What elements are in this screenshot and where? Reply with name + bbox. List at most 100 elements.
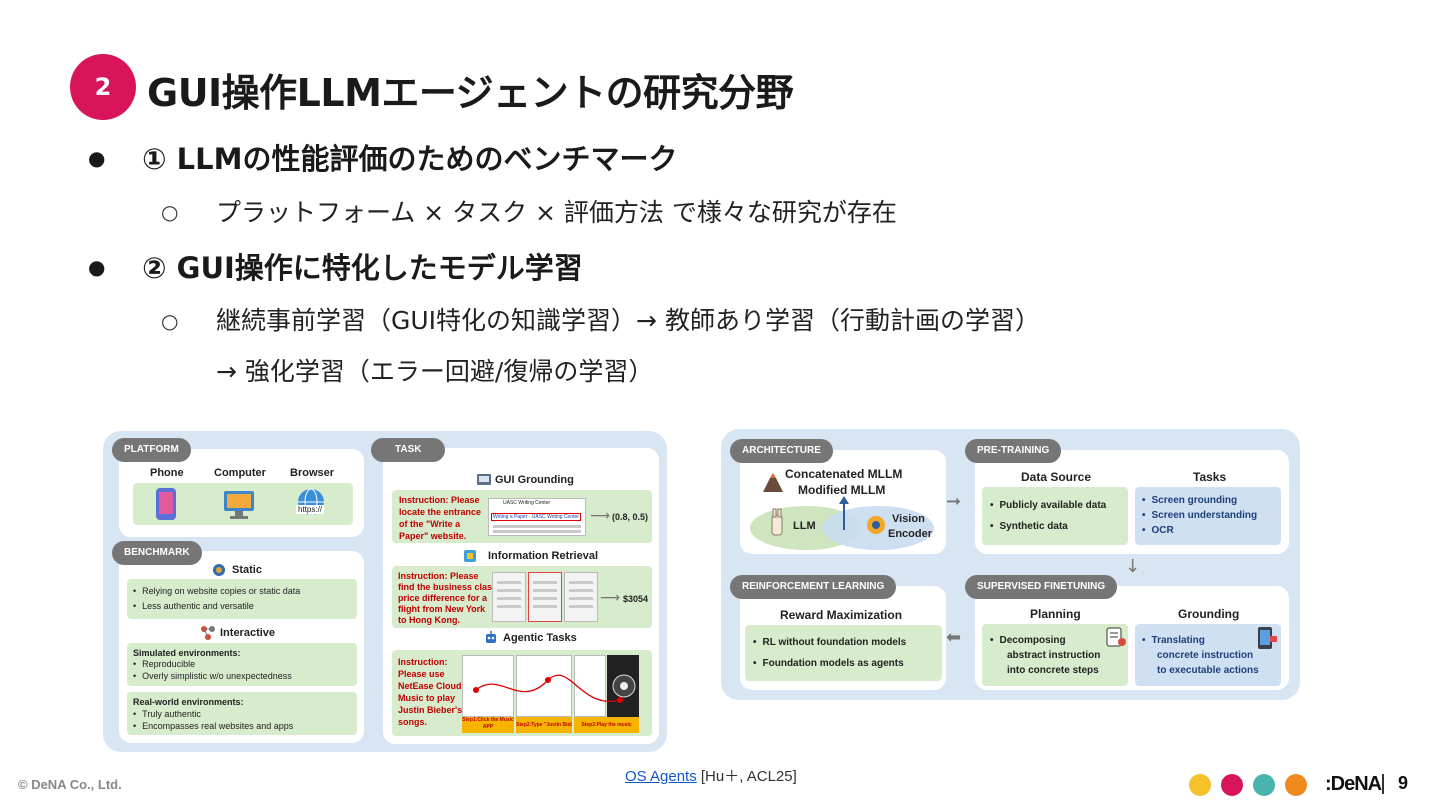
data-source-item: Publicly available data [990,500,1107,511]
interactive-title: Interactive [220,627,276,639]
static-item: Less authentic and versatile [133,601,254,611]
gui-grounding-icon [477,474,491,485]
information-retrieval-result: $3054 [623,594,649,604]
agentic-instruction-line: Please use [398,669,445,679]
real-world-item: Encompasses real websites and apps [133,721,293,731]
architecture-tag: ARCHITECTURE [730,439,833,463]
sub-bullet-marker: ○ [161,200,179,224]
reward-maximization-title: Reward Maximization [780,608,903,622]
agentic-tasks-robot-icon [486,631,496,643]
app-search-screenshot [516,655,572,717]
pretraining-task-item: Screen grounding [1142,495,1238,506]
app-home-screenshot [462,655,514,717]
gui-grounding-screenshot: UASC Writing Center Writing a Paper - UA… [488,498,586,536]
eye-icon [867,516,885,534]
data-source-box [982,487,1128,545]
platform-tag: PLATFORM [112,438,191,462]
brand-dot-orange [1285,774,1307,796]
vinyl-record-icon [612,674,636,698]
mock-target-link: Writing a Paper - UASC Writing Center [491,513,581,521]
phone-icon [156,488,176,520]
volcano-icon [763,473,783,492]
grounding-line: concrete instruction [1157,650,1254,661]
static-title: Static [232,564,262,576]
real-world-item: Truly authentic [133,709,201,719]
pretraining-tasks-title: Tasks [1193,470,1227,484]
gui-grounding-instruction-line: of the "Write a [399,519,461,529]
arrow-left-icon: ⬅ [946,627,962,648]
information-retrieval-instruction-line: Instruction: Please [398,571,479,581]
rl-item: RL without foundation models [753,637,907,648]
sub-bullet-marker: ○ [161,309,179,333]
os-agents-link[interactable]: OS Agents [625,768,697,785]
agentic-tasks-title: Agentic Tasks [503,632,577,644]
pretraining-task-item: OCR [1142,525,1174,536]
interactive-icon [201,626,215,640]
agentic-instruction-line: NetEase Cloud [398,681,462,691]
agentic-instruction-line: Instruction: [398,657,448,667]
arrow-right-icon: ⟶ [590,508,611,524]
platform-computer-label: Computer [214,467,266,479]
rl-box [745,625,942,681]
mock-site-title: UASC Writing Center [503,500,551,506]
app-player-screenshot [607,655,639,717]
flight-search-screenshot [564,572,598,622]
information-retrieval-instruction-line: find the business class [398,582,498,592]
pretraining-task-item: Screen understanding [1142,510,1258,521]
brand-dot-yellow [1189,774,1211,796]
static-item: Relying on website copies or static data [133,586,300,596]
vision-label-line1: Vision [892,513,925,525]
information-retrieval-instruction-line: price difference for a [398,593,488,603]
benchmark-tag: BENCHMARK [112,541,202,565]
grounding-device-icon [1258,627,1277,649]
computer-icon [224,491,254,519]
grounding-title: Grounding [1178,607,1240,621]
app-results-screenshot [574,655,606,717]
browser-globe-icon [298,488,324,516]
rl-item: Foundation models as agents [753,658,904,669]
planning-checklist-icon [1106,627,1126,647]
page-title: GUI操作LLMエージェントの研究分野 [147,71,794,115]
platform-browser-label: Browser [290,467,335,479]
static-icon [213,564,225,576]
agentic-step-label: Step1:Click the Music APP [462,717,514,733]
bullet-marker: ● [88,146,106,170]
agentic-instruction-line: songs. [398,717,428,727]
data-source-item: Synthetic data [990,521,1068,532]
real-world-title: Real-world environments: [133,697,244,707]
gui-grounding-title: GUI Grounding [495,474,574,486]
planning-line: Decomposing [990,635,1066,646]
flight-search-screenshot [492,572,526,622]
planning-title: Planning [1030,607,1081,621]
arrow-down-icon: ↓ [1125,556,1141,577]
gui-grounding-instruction-line: locate the entrance [399,507,482,517]
page-number: 9 [1398,773,1409,793]
rl-tag: REINFORCEMENT LEARNING [730,575,897,599]
information-retrieval-title: Information Retrieval [488,550,599,562]
sub-bullet-training-stages: 継続事前学習（GUI特化の知識学習）→ 教師あり学習（行動計画の学習） [216,306,1040,335]
simulated-title: Simulated environments: [133,648,241,658]
citation: OS Agents [Hu＋, ACL25] [625,765,797,786]
brand-dot-teal [1253,774,1275,796]
vision-label-line2: Encoder [888,528,933,540]
browser-url-text: https:// [296,505,325,514]
llm-label: LLM [793,520,816,532]
flight-search-screenshot [528,572,562,622]
copyright: © DeNA Co., Ltd. [18,777,122,792]
gui-grounding-instruction-line: Instruction: Please [399,495,480,505]
architecture-line1: Concatenated MLLM [785,467,903,481]
arrow-right-icon: ➞ [946,491,962,512]
sub-bullet-training-stages-cont: → 強化学習（エラー回避/復帰の学習） [216,357,654,386]
information-retrieval-instruction-line: to Hong Kong. [398,615,460,625]
gui-grounding-result: (0.8, 0.5) [612,512,649,522]
architecture-line2: Modified MLLM [798,483,886,497]
grounding-line: to executable actions [1157,665,1259,676]
sft-tag: SUPERVISED FINETUNING [965,575,1118,599]
footer-separator [1382,774,1384,794]
simulated-item: Overly simplistic w/o unexpectedness [133,671,292,681]
agentic-step-label: Step2:Type "Justin Bieber" [516,717,572,733]
arrow-right-icon: ⟶ [600,590,621,606]
agentic-instruction-line: Music to play [398,693,456,703]
planning-line: abstract instruction [1007,650,1101,661]
platform-phone-label: Phone [150,467,184,479]
